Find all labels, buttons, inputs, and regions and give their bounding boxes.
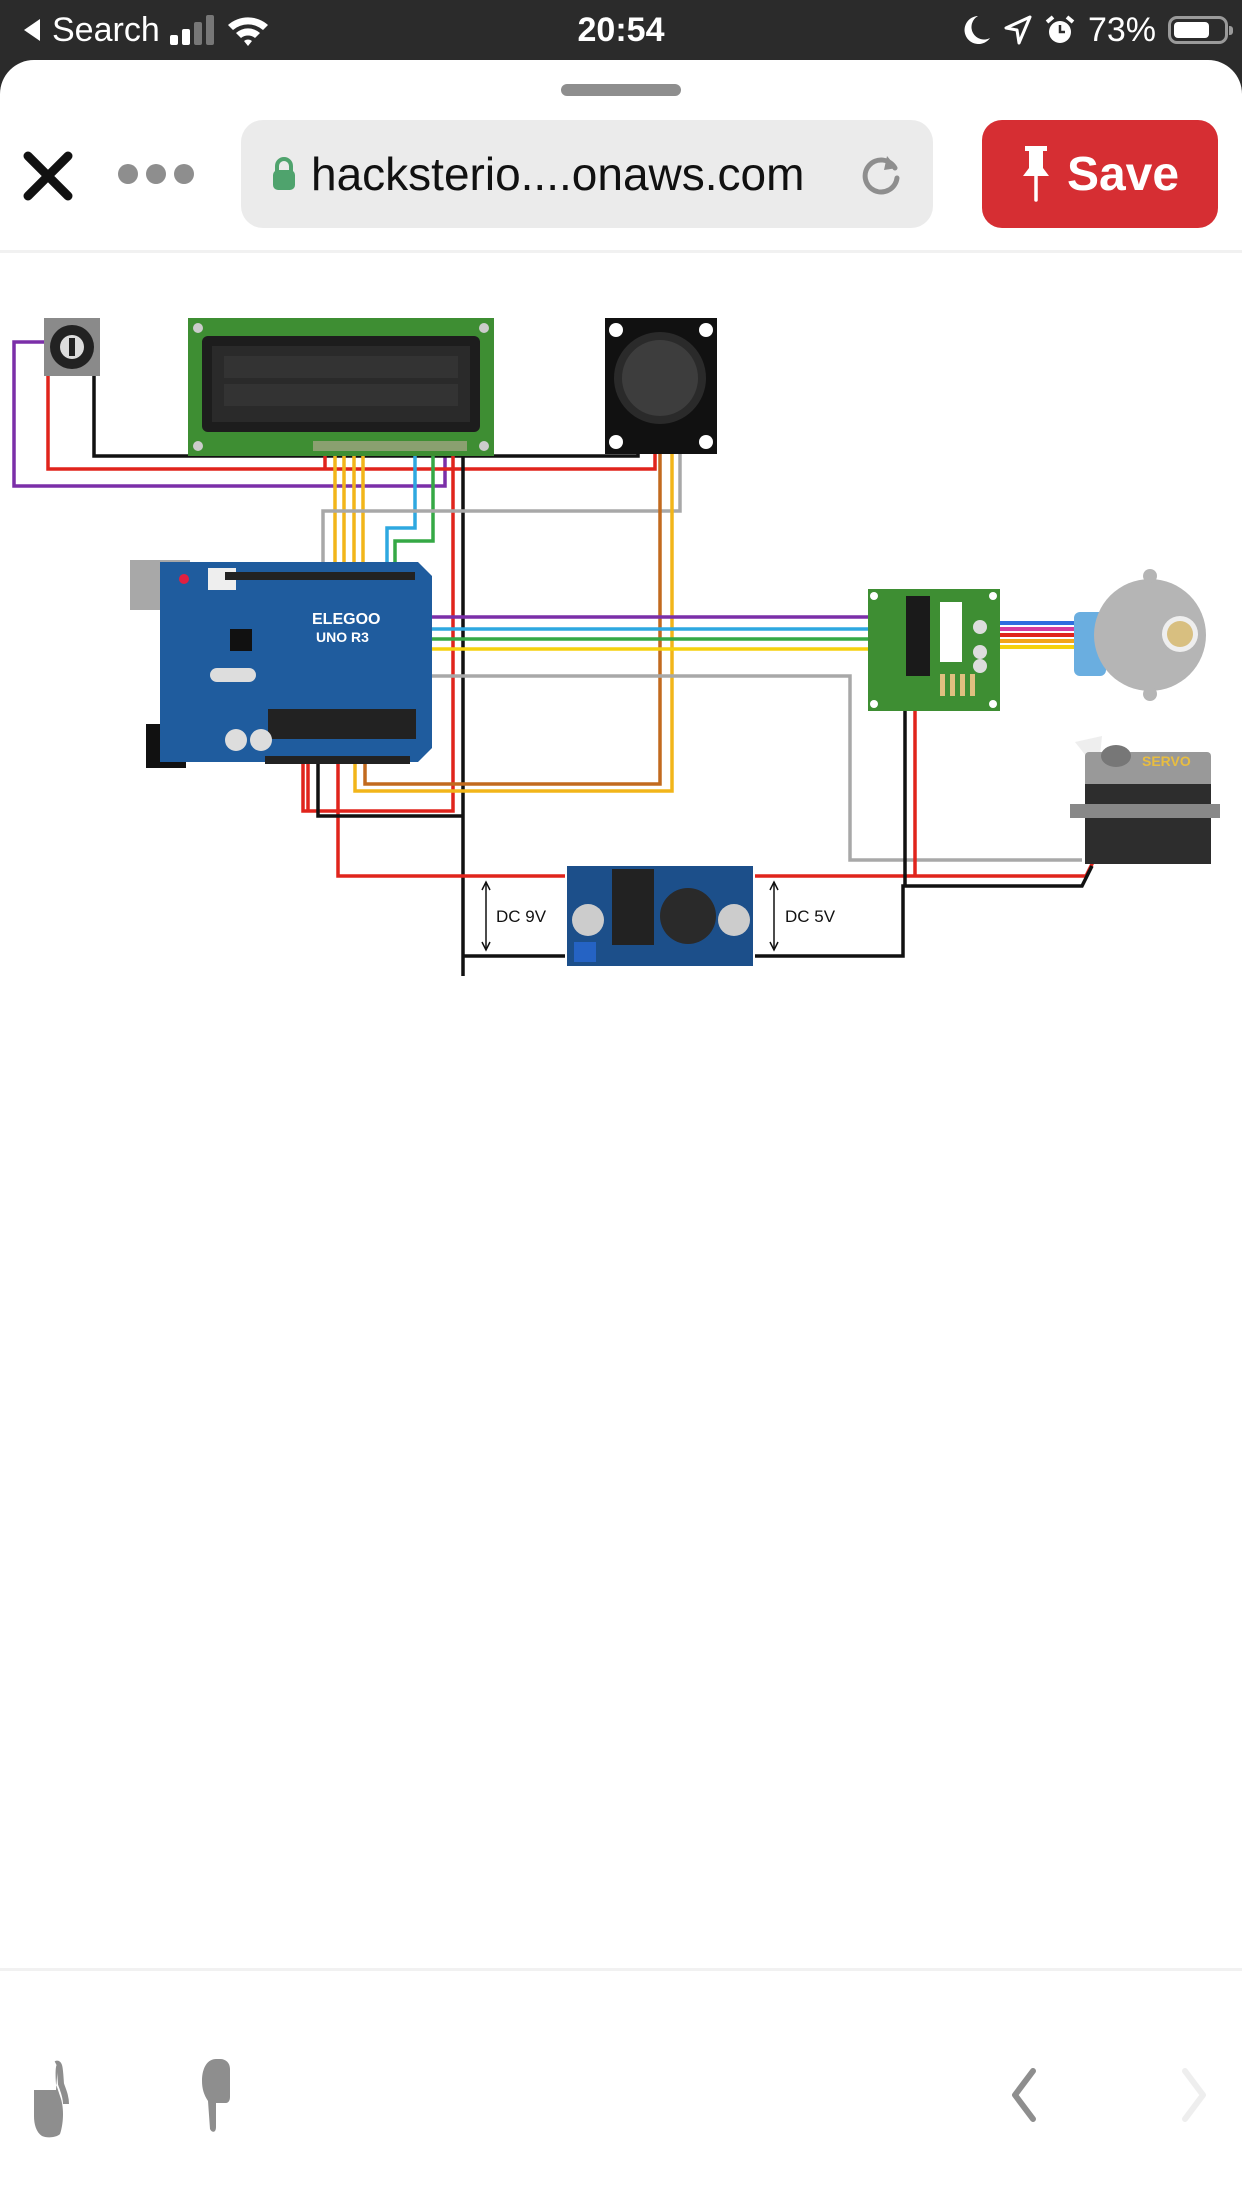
- chevron-right-icon[interactable]: [1175, 2065, 1215, 2125]
- wire-lcd-blue: [385, 451, 417, 591]
- wire-black-gnd-b: [316, 761, 463, 818]
- buck-converter: [567, 866, 753, 966]
- battery-fill: [1174, 22, 1210, 38]
- arduino-uno: ELEGOO UNO R3: [130, 560, 432, 768]
- chevron-left-icon[interactable]: [1003, 2065, 1043, 2125]
- back-arrow-icon[interactable]: [22, 17, 42, 43]
- lock-icon: [273, 157, 295, 190]
- alarm-icon: [1045, 15, 1075, 43]
- more-options-button[interactable]: [118, 164, 194, 184]
- wire-red-5v-out: [755, 859, 1096, 878]
- arduino-model-label: UNO R3: [316, 629, 369, 645]
- cellular-signal-icon: [169, 15, 214, 45]
- url-text[interactable]: hacksterio....onaws.com: [311, 148, 805, 200]
- status-left: Search: [22, 8, 270, 52]
- more-icon-dot: [174, 164, 194, 184]
- clock: 20:54: [577, 11, 665, 49]
- wire-red-vin: [336, 761, 565, 878]
- dc-out-label: DC 5V: [785, 907, 836, 926]
- save-button[interactable]: Save: [982, 120, 1218, 228]
- location-arrow-icon: [1004, 15, 1032, 45]
- close-icon[interactable]: [20, 148, 76, 204]
- joystick-module: [605, 318, 717, 454]
- status-bar: Search 20:54 73%: [0, 0, 1242, 60]
- back-to-search-link[interactable]: Search: [52, 10, 160, 49]
- browser-sheet: hacksterio....onaws.com Save: [0, 60, 1242, 2208]
- lcd-display: [188, 318, 494, 456]
- dc-in-label: DC 9V: [496, 907, 547, 926]
- status-right: 73%: [964, 8, 1233, 52]
- dc-in-annotation: DC 9V: [481, 880, 547, 952]
- sheet-drag-handle[interactable]: [561, 84, 681, 96]
- toolbar-divider: [0, 250, 1242, 253]
- moon-icon: [964, 16, 990, 44]
- servo-motor: SERVO: [1070, 736, 1220, 864]
- bottom-bar-divider: [0, 1968, 1242, 1971]
- dc-out-annotation: DC 5V: [769, 880, 836, 952]
- circuit-diagram-image: ELEGOO UNO R3: [12, 318, 1220, 976]
- pin-icon: [1022, 146, 1049, 202]
- wire-red-pot: [46, 376, 657, 471]
- more-icon-dot: [118, 164, 138, 184]
- wire-gray-joystick: [321, 451, 682, 591]
- url-bar[interactable]: hacksterio....onaws.com: [241, 120, 933, 228]
- thumbs-up-icon[interactable]: [30, 2060, 90, 2140]
- potentiometer: [44, 318, 100, 376]
- wire-yellow-joystick: [353, 451, 674, 793]
- battery-percent: 73%: [1087, 10, 1156, 49]
- save-label: Save: [1066, 147, 1180, 201]
- stepper-motor: [1074, 569, 1206, 701]
- reload-icon[interactable]: [857, 150, 905, 198]
- arduino-brand-label: ELEGOO: [312, 611, 380, 628]
- servo-label: SERVO: [1142, 753, 1191, 769]
- wifi-icon: [227, 17, 268, 46]
- wire-red-5v: [301, 451, 455, 813]
- wire-black-gnd-out: [463, 865, 1094, 958]
- battery-icon: [1168, 16, 1233, 44]
- thumbs-down-icon[interactable]: [180, 2055, 240, 2135]
- more-icon-dot: [146, 164, 166, 184]
- stepper-driver-board: [868, 589, 1000, 711]
